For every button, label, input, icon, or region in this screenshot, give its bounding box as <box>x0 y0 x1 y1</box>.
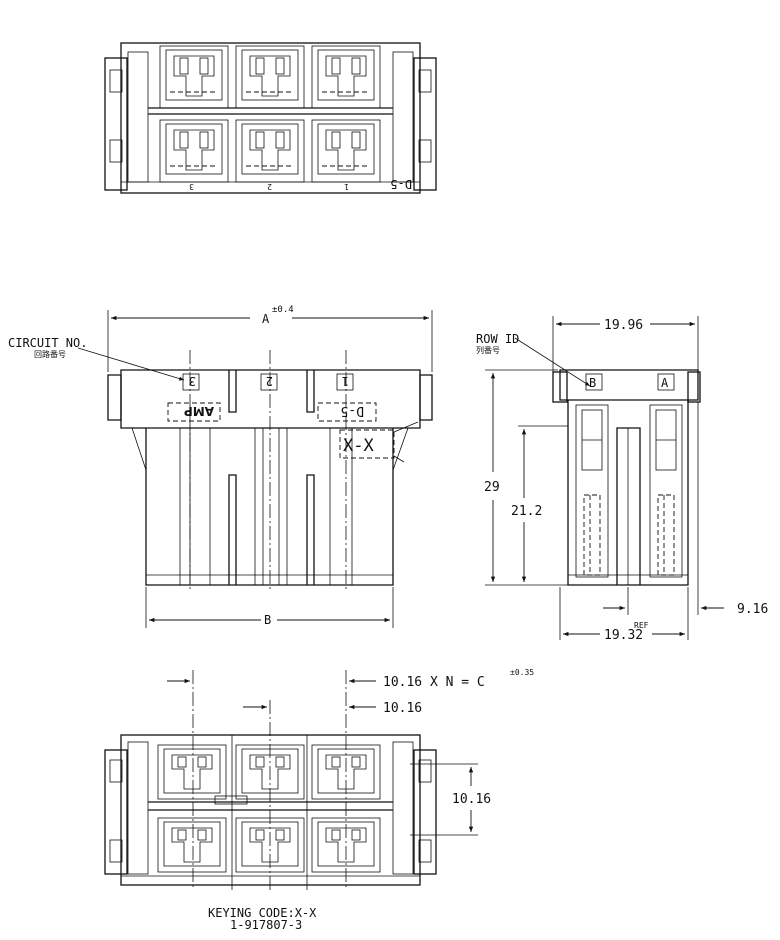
row-pitch-dim: 10.16 <box>452 792 491 807</box>
side-view: B A ROW ID 列番号 19.96 29 21.2 9.16 <box>476 316 768 643</box>
dim-1996: 19.96 <box>604 318 643 333</box>
row-id-label-jp: 列番号 <box>476 345 500 355</box>
dim-916: 9.16 <box>737 602 768 617</box>
dim-ref: REF <box>634 621 649 630</box>
part-number: 1-917807-3 <box>230 918 302 932</box>
top-view-mark-3: 3 <box>189 182 194 191</box>
pitch-tol: ±0.35 <box>510 668 534 677</box>
row-id-label: ROW ID <box>476 332 519 346</box>
keying-code: KEYING CODE:X-X <box>208 906 317 920</box>
row-mark-b: B <box>589 376 596 390</box>
circuit-mark-2: 2 <box>266 374 273 388</box>
top-view: 3 2 1 D-5 <box>104 42 437 194</box>
pitch-dim: 10.16 <box>383 701 422 716</box>
dim-b: B <box>264 613 271 627</box>
dim-a-tol: ±0.4 <box>272 305 294 315</box>
dim-212: 21.2 <box>511 504 542 519</box>
d5-box: D-5 <box>341 403 364 418</box>
dim-29: 29 <box>484 480 500 495</box>
circuit-mark-1: 1 <box>342 374 349 388</box>
dim-1932: 19.32 <box>604 628 643 643</box>
pitch-formula: 10.16 X N = C <box>383 675 485 690</box>
top-view-mark-2: 2 <box>267 182 272 191</box>
top-view-d5: D-5 <box>390 177 412 191</box>
circuit-label: CIRCUIT NO. <box>8 336 87 350</box>
amp-logo: AMP <box>184 404 214 418</box>
row-mark-a: A <box>661 376 669 390</box>
circuit-label-jp: 回路番号 <box>34 349 66 359</box>
circuit-mark-3: 3 <box>189 374 196 388</box>
top-view-mark-1: 1 <box>344 182 349 191</box>
dim-a: A <box>262 312 270 326</box>
keying-box: X-X <box>343 436 374 456</box>
bottom-view: 10.16 X N = C ±0.35 10.16 10.16 KEYING C… <box>104 668 534 932</box>
front-view: 3 2 1 AMP D-5 X-X A ±0.4 B CIRCUIT NO. 回… <box>8 305 433 628</box>
